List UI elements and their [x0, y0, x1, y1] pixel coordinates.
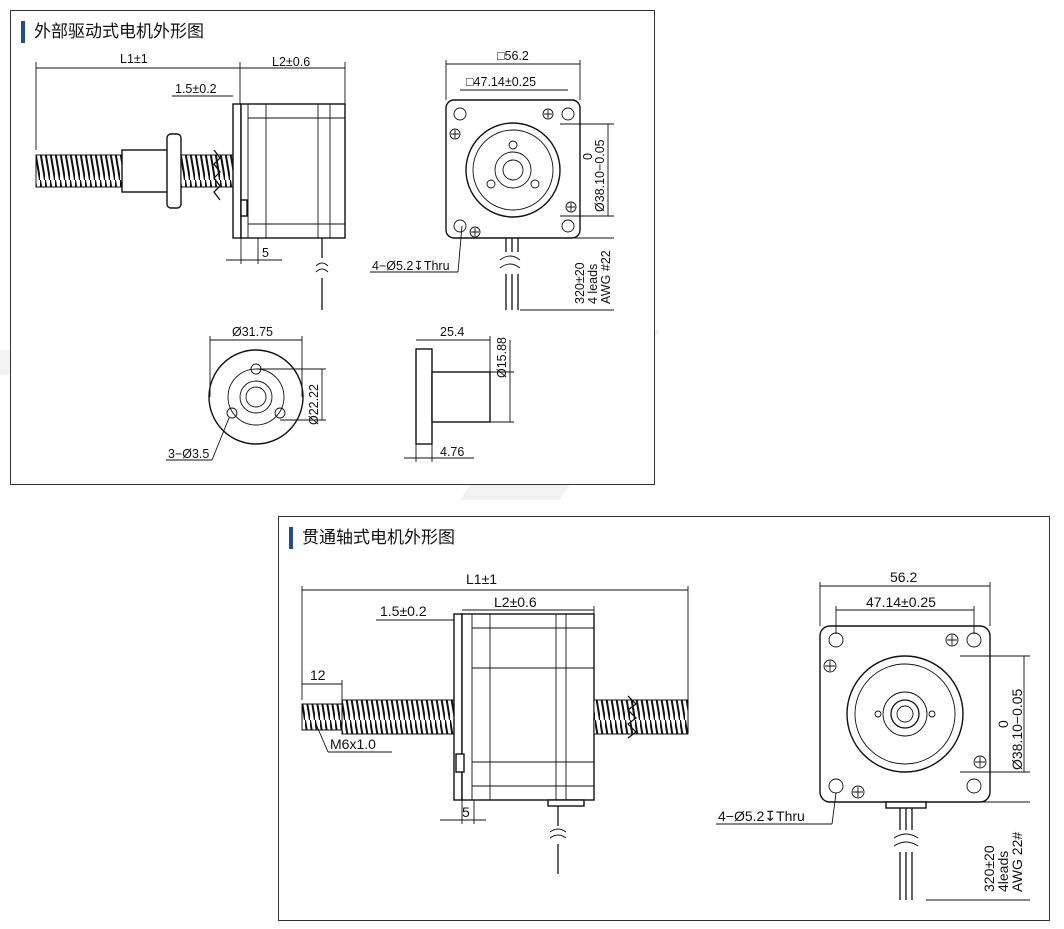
dim-lead-length: 320±20	[981, 845, 997, 892]
leadscrew-right	[593, 699, 689, 735]
dim-thread-length: 12	[310, 667, 326, 683]
dim-bolt-square: □47.14±0.25	[466, 75, 536, 89]
dim-nut-dia: Ø31.75	[232, 325, 273, 339]
motor-body	[240, 103, 346, 239]
motor-body	[461, 613, 595, 801]
panel-external-drive: 外部驱动式电机外形图	[10, 10, 655, 485]
dim-lead-count: 4leads	[995, 851, 1011, 892]
dim-boss: 5	[462, 804, 470, 820]
nut-body	[121, 149, 169, 193]
dim-nut-bolt: Ø22.22	[307, 384, 321, 425]
dim-l2: L2±0.6	[272, 55, 310, 69]
dim-l1: L1±1	[466, 571, 497, 587]
dim-l1: L1±1	[120, 52, 148, 66]
dim-nut-body-dia: Ø15.88	[495, 337, 509, 378]
dim-holes: 4−Ø5.2↧Thru	[372, 259, 450, 273]
panel-title: 贯通轴式电机外形图	[289, 527, 455, 549]
dim-awg: AWG 22#	[1009, 832, 1025, 892]
leadscrew-left	[341, 699, 455, 735]
thread-end	[301, 703, 343, 731]
dim-bolt-square: 47.14±0.25	[866, 594, 936, 610]
dim-nut-flange: 4.76	[440, 445, 464, 459]
dim-nut-length: 25.4	[440, 325, 464, 339]
dim-pilot-dia: Ø38.10−0.05	[593, 139, 607, 212]
dim-pilot-dia: Ø38.10−0.05	[1009, 688, 1025, 770]
dim-nut-holes: 3−Ø3.5	[168, 447, 209, 461]
dim-tol-upper: 0	[995, 720, 1011, 728]
dim-l2: L2±0.6	[494, 594, 537, 610]
dim-square: □56.2	[497, 49, 529, 63]
dim-lead-length: 320±20	[573, 262, 587, 304]
dim-boss: 5	[262, 246, 269, 260]
dim-tol-upper: 0	[581, 153, 595, 160]
leadscrew-inner	[180, 154, 234, 188]
dim-holes: 4−Ø5.2↧Thru	[718, 808, 805, 824]
dim-awg: AWG #22	[599, 250, 613, 304]
dim-square: 56.2	[890, 569, 917, 585]
dim-thread: M6x1.0	[330, 736, 376, 752]
nut-front	[208, 349, 304, 445]
dim-flange-thickness: 1.5±0.2	[380, 603, 427, 619]
dim-flange-thickness: 1.5±0.2	[175, 82, 217, 96]
dim-lead-count: 4 leads	[586, 264, 600, 304]
nut-side-body	[431, 371, 491, 423]
panel-title: 外部驱动式电机外形图	[21, 21, 204, 43]
